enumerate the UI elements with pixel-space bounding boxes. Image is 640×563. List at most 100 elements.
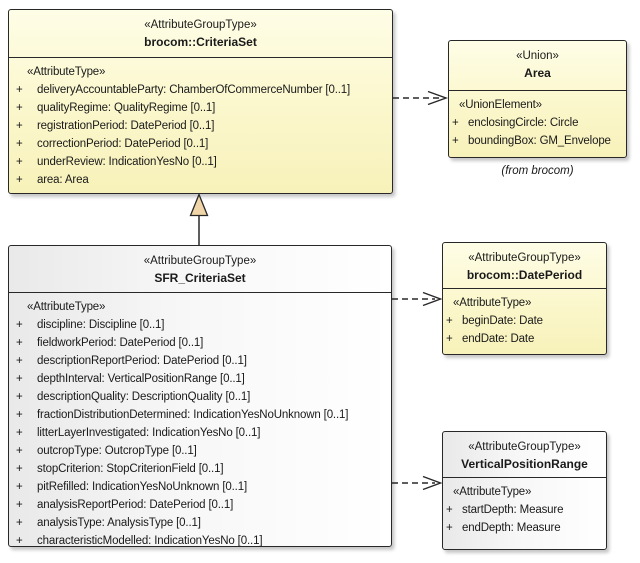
attribute-visibility: + xyxy=(16,319,23,331)
attribute-row: + depthInterval: VerticalPositionRange [0… xyxy=(9,370,391,388)
attribute-row: + boundingBox: GM_Envelope xyxy=(449,132,626,150)
attribute-row: +enclosingCircle: Circle xyxy=(449,114,626,132)
compartment-stereotype: «AttributeType» xyxy=(27,301,106,313)
attribute-visibility: + xyxy=(16,120,23,132)
attribute-row: + endDepth: Measure xyxy=(443,519,606,537)
attribute-visibility: + xyxy=(16,138,23,150)
attribute-text: boundingBox: GM_Envelope xyxy=(468,135,611,147)
class-name: brocom::CriteriaSet xyxy=(144,35,257,49)
attribute-visibility: + xyxy=(16,337,23,349)
class-box-sfr-criteriaset[interactable]: «AttributeGroupType» SFR_CriteriaSet «At… xyxy=(8,245,392,547)
attribute-visibility: + xyxy=(446,522,453,534)
attribute-text: underReview: IndicationYesNo [0..1] xyxy=(37,156,217,168)
class-header: «AttributeGroupType» SFR_CriteriaSet xyxy=(9,246,391,293)
class-header: «AttributeGroupType» brocom::CriteriaSet xyxy=(9,10,392,58)
attribute-visibility: + xyxy=(16,427,23,439)
class-stereotype: «AttributeGroupType» xyxy=(143,255,257,267)
attribute-visibility: + xyxy=(16,102,23,114)
class-stereotype: «AttributeGroupType» xyxy=(144,19,257,31)
attribute-visibility: + xyxy=(16,391,23,403)
class-stereotype: «AttributeGroupType» xyxy=(468,441,581,453)
attribute-row: + analysisReportPeriod: DatePeriod [0..1] xyxy=(9,496,391,514)
dependency-arrow-sfr-dateperiod xyxy=(392,291,443,307)
attribute-row: +qualityRegime: QualityRegime [0..1] xyxy=(9,99,392,117)
class-box-brocom-dateperiod[interactable]: «AttributeGroupType» brocom::DatePeriod … xyxy=(442,242,607,355)
attribute-text: enclosingCircle: Circle xyxy=(468,117,579,129)
attribute-row: + fieldworkPeriod: DatePeriod [0..1] xyxy=(9,334,391,352)
attribute-text: endDepth: Measure xyxy=(462,522,561,534)
attributes-compartment: «AttributeType» +deliveryAccountablePart… xyxy=(9,58,392,193)
attribute-text: stopCriterion: StopCriterionField [0..1] xyxy=(37,463,224,475)
attribute-text: descriptionReportPeriod: DatePeriod [0..… xyxy=(37,355,247,367)
class-box-brocom-criteriaset[interactable]: «AttributeGroupType» brocom::CriteriaSet… xyxy=(8,9,393,194)
attribute-visibility: + xyxy=(16,355,23,367)
attribute-text: descriptionQuality: DescriptionQuality [… xyxy=(37,391,251,403)
class-header: «AttributeGroupType» VerticalPositionRan… xyxy=(443,432,606,478)
class-name: VerticalPositionRange xyxy=(461,457,588,471)
attribute-visibility: + xyxy=(16,373,23,385)
attribute-row: + stopCriterion: StopCriterionField [0..1… xyxy=(9,460,391,478)
compartment-stereotype: «AttributeType» xyxy=(27,66,106,78)
attribute-row: + beginDate: Date xyxy=(443,312,606,330)
class-name: Area xyxy=(524,66,551,80)
attribute-text: deliveryAccountableParty: ChamberOfComme… xyxy=(37,84,351,96)
class-header: «Union» Area xyxy=(449,41,626,91)
attribute-text: outcropType: OutcropType [0..1] xyxy=(37,445,197,457)
attribute-row: + descriptionQuality: DescriptionQuality … xyxy=(9,388,391,406)
attribute-text: correctionPeriod: DatePeriod [0..1] xyxy=(37,138,209,150)
attribute-text: startDepth: Measure xyxy=(462,504,564,516)
class-stereotype: «Union» xyxy=(516,50,559,62)
attribute-row: +deliveryAccountableParty: ChamberOfComm… xyxy=(9,81,392,99)
attribute-row: +pitRefilled: IndicationYesNoUnknown [0.… xyxy=(9,478,391,496)
attribute-text: characteristicModelled: IndicationYesNo … xyxy=(37,535,263,546)
attributes-compartment: «AttributeType» + startDepth: Measure + en… xyxy=(443,478,606,549)
class-stereotype: «AttributeGroupType» xyxy=(468,252,581,264)
attribute-visibility: + xyxy=(452,135,459,147)
attributes-compartment: «AttributeType» + beginDate: Date +endDat… xyxy=(443,289,606,354)
class-name: brocom::DatePeriod xyxy=(466,268,583,282)
class-box-verticalpositionrange[interactable]: «AttributeGroupType» VerticalPositionRan… xyxy=(442,431,607,550)
attributes-compartment: «UnionElement» +enclosingCircle: Circle … xyxy=(449,91,626,157)
attribute-row: +endDate: Date xyxy=(443,330,606,348)
attribute-row: + registrationPeriod: DatePeriod [0..1] xyxy=(9,117,392,135)
attribute-visibility: + xyxy=(446,504,453,516)
attribute-row: +characteristicModelled: IndicationYesNo… xyxy=(9,532,391,546)
attribute-text: analysisReportPeriod: DatePeriod [0..1] xyxy=(37,499,234,511)
class-name: SFR_CriteriaSet xyxy=(154,271,246,285)
attribute-text: registrationPeriod: DatePeriod [0..1] xyxy=(37,120,215,132)
attribute-text: pitRefilled: IndicationYesNoUnknown [0..… xyxy=(37,481,247,493)
attribute-visibility: + xyxy=(16,499,23,511)
attribute-row: + underReview: IndicationYesNo [0..1] xyxy=(9,153,392,171)
attribute-row: + discipline: Discipline [0..1] xyxy=(9,316,391,334)
attributes-compartment: «AttributeType» + discipline: Discipline … xyxy=(9,293,391,546)
class-box-area-union[interactable]: «Union» Area «UnionElement» +enclosingCi… xyxy=(448,40,627,158)
attribute-text: depthInterval: VerticalPositionRange [0.… xyxy=(37,373,245,385)
attribute-visibility: + xyxy=(446,315,453,327)
attribute-text: discipline: Discipline [0..1] xyxy=(37,319,165,331)
attribute-text: fractionDistributionDetermined: Indicati… xyxy=(37,409,349,421)
compartment-stereotype: «AttributeType» xyxy=(453,486,532,498)
attribute-visibility: + xyxy=(16,156,23,168)
attribute-text: beginDate: Date xyxy=(462,315,543,327)
attribute-row: + correctionPeriod: DatePeriod [0..1] xyxy=(9,135,392,153)
dependency-arrow-sfr-verticalpositionrange xyxy=(392,475,443,491)
attribute-text: analysisType: AnalysisType [0..1] xyxy=(37,517,201,529)
attribute-row: + area: Area xyxy=(9,171,392,189)
compartment-stereotype: «AttributeType» xyxy=(453,297,532,309)
attribute-text: fieldworkPeriod: DatePeriod [0..1] xyxy=(37,337,204,349)
attribute-visibility: + xyxy=(16,445,23,457)
attribute-row: +fractionDistributionDetermined: Indicat… xyxy=(9,406,391,424)
compartment-stereotype: «UnionElement» xyxy=(459,99,542,111)
generalization-arrow xyxy=(189,192,209,246)
attribute-visibility: + xyxy=(16,517,23,529)
attribute-visibility: + xyxy=(446,333,453,345)
attribute-visibility: + xyxy=(16,174,23,186)
attribute-row: + startDepth: Measure xyxy=(443,501,606,519)
attribute-row: +litterLayerInvestigated: IndicationYesN… xyxy=(9,424,391,442)
attribute-text: area: Area xyxy=(37,174,89,186)
attribute-row: + analysisType: AnalysisType [0..1] xyxy=(9,514,391,532)
attribute-visibility: + xyxy=(16,463,23,475)
attribute-row: + outcropType: OutcropType [0..1] xyxy=(9,442,391,460)
dependency-arrow-criteriaset-area xyxy=(393,90,449,106)
